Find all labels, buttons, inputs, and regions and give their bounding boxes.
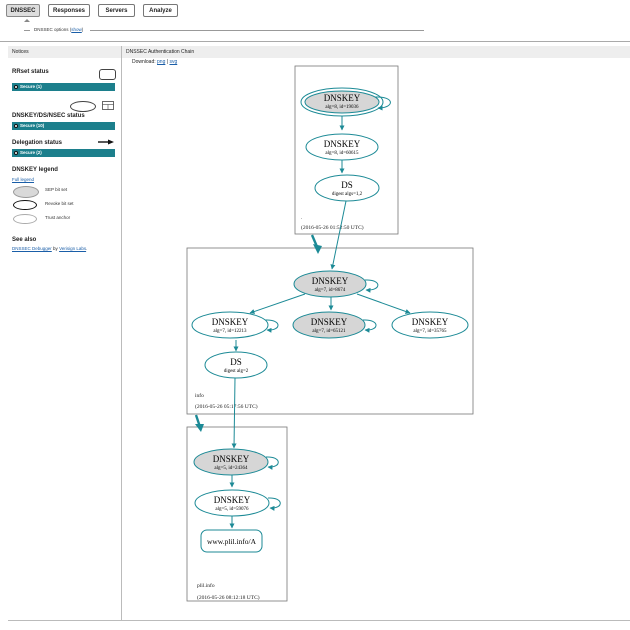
table-icon xyxy=(102,101,114,110)
dnskey-shape-icon xyxy=(70,101,96,112)
status-dot-icon xyxy=(14,123,18,128)
bottom-border xyxy=(8,620,630,621)
revoke-legend-icon xyxy=(13,200,37,210)
arrow-icon xyxy=(98,139,114,145)
delegation-status-badge: Secure (2) xyxy=(12,149,115,157)
dnssec-debugger-link[interactable]: DNSSEC Debugger xyxy=(12,246,52,251)
trust-anchor-legend-icon xyxy=(13,214,37,224)
options-label: DNSSEC options xyxy=(34,27,69,32)
dnskey-status-badge: Secure (10) xyxy=(12,122,115,130)
sep-legend-icon xyxy=(13,186,39,198)
tab-servers[interactable]: Servers xyxy=(98,4,135,17)
tab-analyze[interactable]: Analyze xyxy=(143,4,178,17)
download-png-link[interactable]: png xyxy=(157,59,166,65)
dnskey-status-title: DNSKEY/DS/NSEC status xyxy=(12,113,85,119)
full-legend-link[interactable]: Full legend xyxy=(12,177,35,182)
auth-chain-panel: DNSSEC Authentication Chain Download: pn… xyxy=(122,46,630,620)
status-dot-icon xyxy=(14,150,18,155)
tab-responses[interactable]: Responses xyxy=(48,4,90,17)
download-links: Download: png | svg xyxy=(132,59,178,65)
legend-revoke-label: Revoke bit set xyxy=(45,201,74,206)
status-dot-icon xyxy=(14,84,18,89)
see-also-text: DNSSEC Debugger by Verisign Labs. xyxy=(12,246,88,251)
rrset-shape-icon xyxy=(99,69,116,80)
rrset-status-title: RRset status xyxy=(12,69,49,75)
active-tab-pointer xyxy=(24,19,30,22)
dnssec-options-toggle: DNSSEC options (show) xyxy=(8,27,424,33)
delegation-status-title: Delegation status xyxy=(12,140,63,146)
auth-chain-heading: DNSSEC Authentication Chain xyxy=(122,46,630,58)
notices-heading: Notices xyxy=(8,46,121,58)
verisign-labs-link[interactable]: Verisign Labs xyxy=(59,246,87,251)
see-also-title: See also xyxy=(12,237,37,243)
divider xyxy=(0,41,630,42)
dnskey-legend-title: DNSKEY legend xyxy=(12,167,58,173)
download-svg-link[interactable]: svg xyxy=(169,59,178,65)
notices-sidebar: Notices RRset status Secure (1) DNSKEY/D… xyxy=(8,46,122,620)
tab-dnssec[interactable]: DNSSEC xyxy=(6,4,40,17)
options-show-link[interactable]: show xyxy=(71,27,82,32)
legend-sep-label: SEP bit set xyxy=(45,187,68,192)
legend-trust-label: Trust anchor xyxy=(45,215,71,220)
rrset-status-badge: Secure (1) xyxy=(12,83,115,91)
